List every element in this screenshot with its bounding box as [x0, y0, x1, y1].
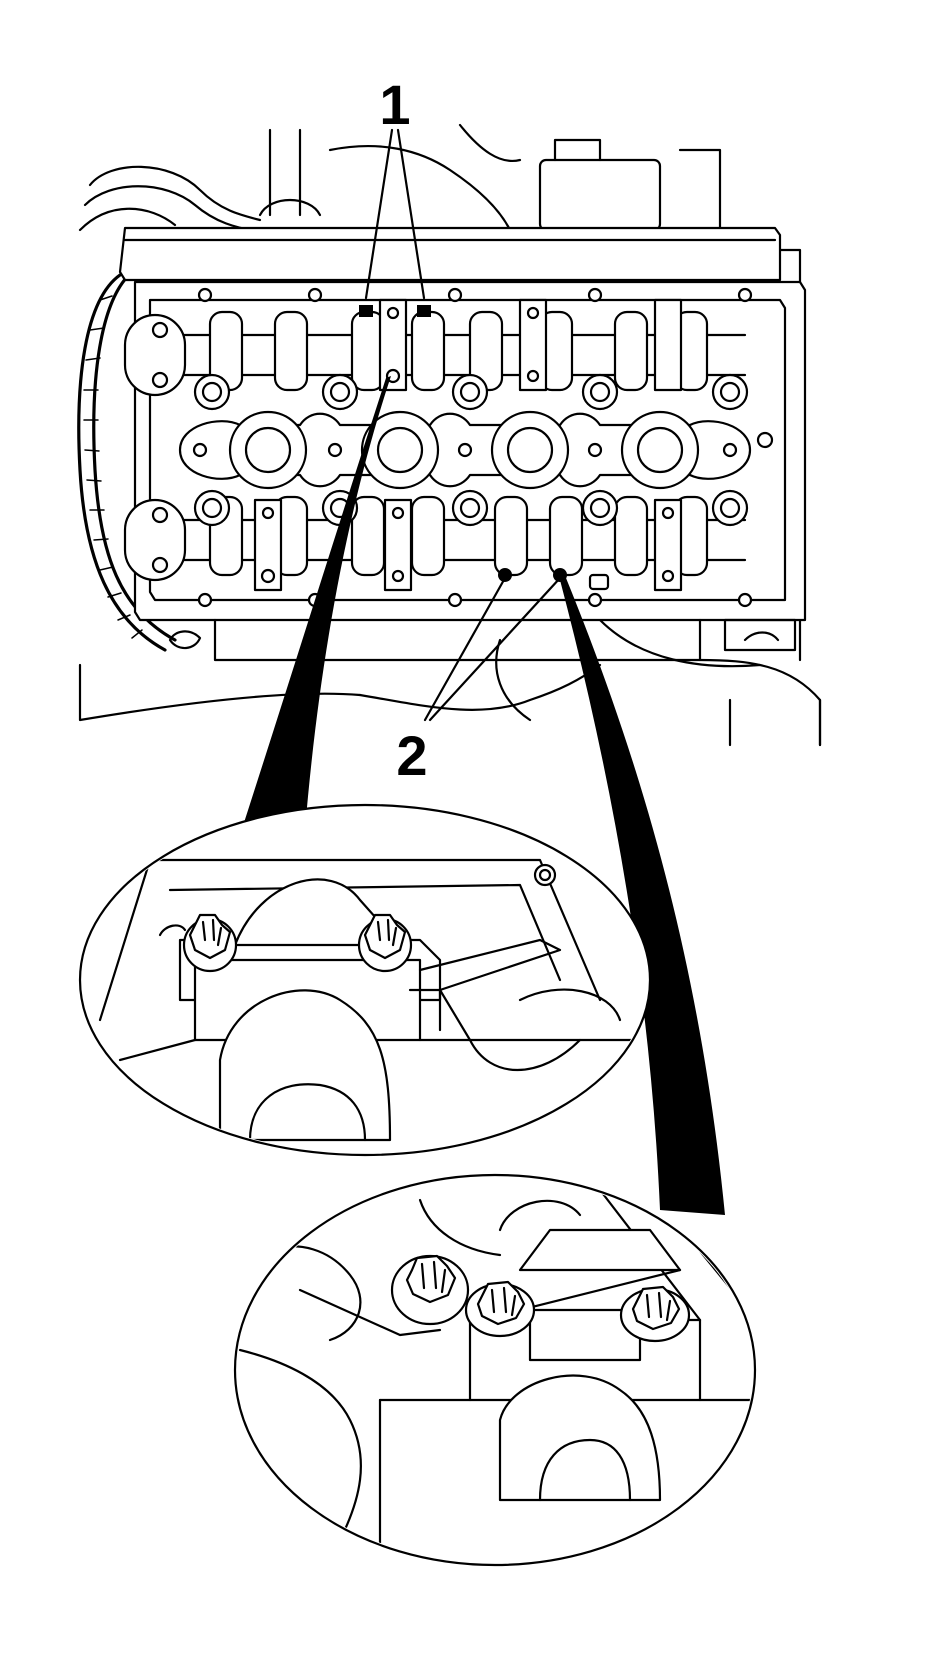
exhaust-camshaft: [123, 495, 747, 592]
callout-2-label: 2: [396, 724, 427, 787]
carrier-bolts: [193, 287, 753, 608]
detail-view-intake-cap: [78, 803, 652, 1157]
magnifier-beam-lower: [560, 578, 725, 1215]
detail-view-exhaust-cap: [233, 1173, 757, 1567]
intake-camshaft: [123, 298, 747, 397]
magnifier-beam-upper: [240, 376, 391, 835]
callout-1-label: 1: [379, 73, 410, 136]
callout-1-leaders: [364, 128, 426, 300]
callout-2-leaders: [423, 576, 562, 722]
spark-plug-wells: [178, 410, 774, 490]
